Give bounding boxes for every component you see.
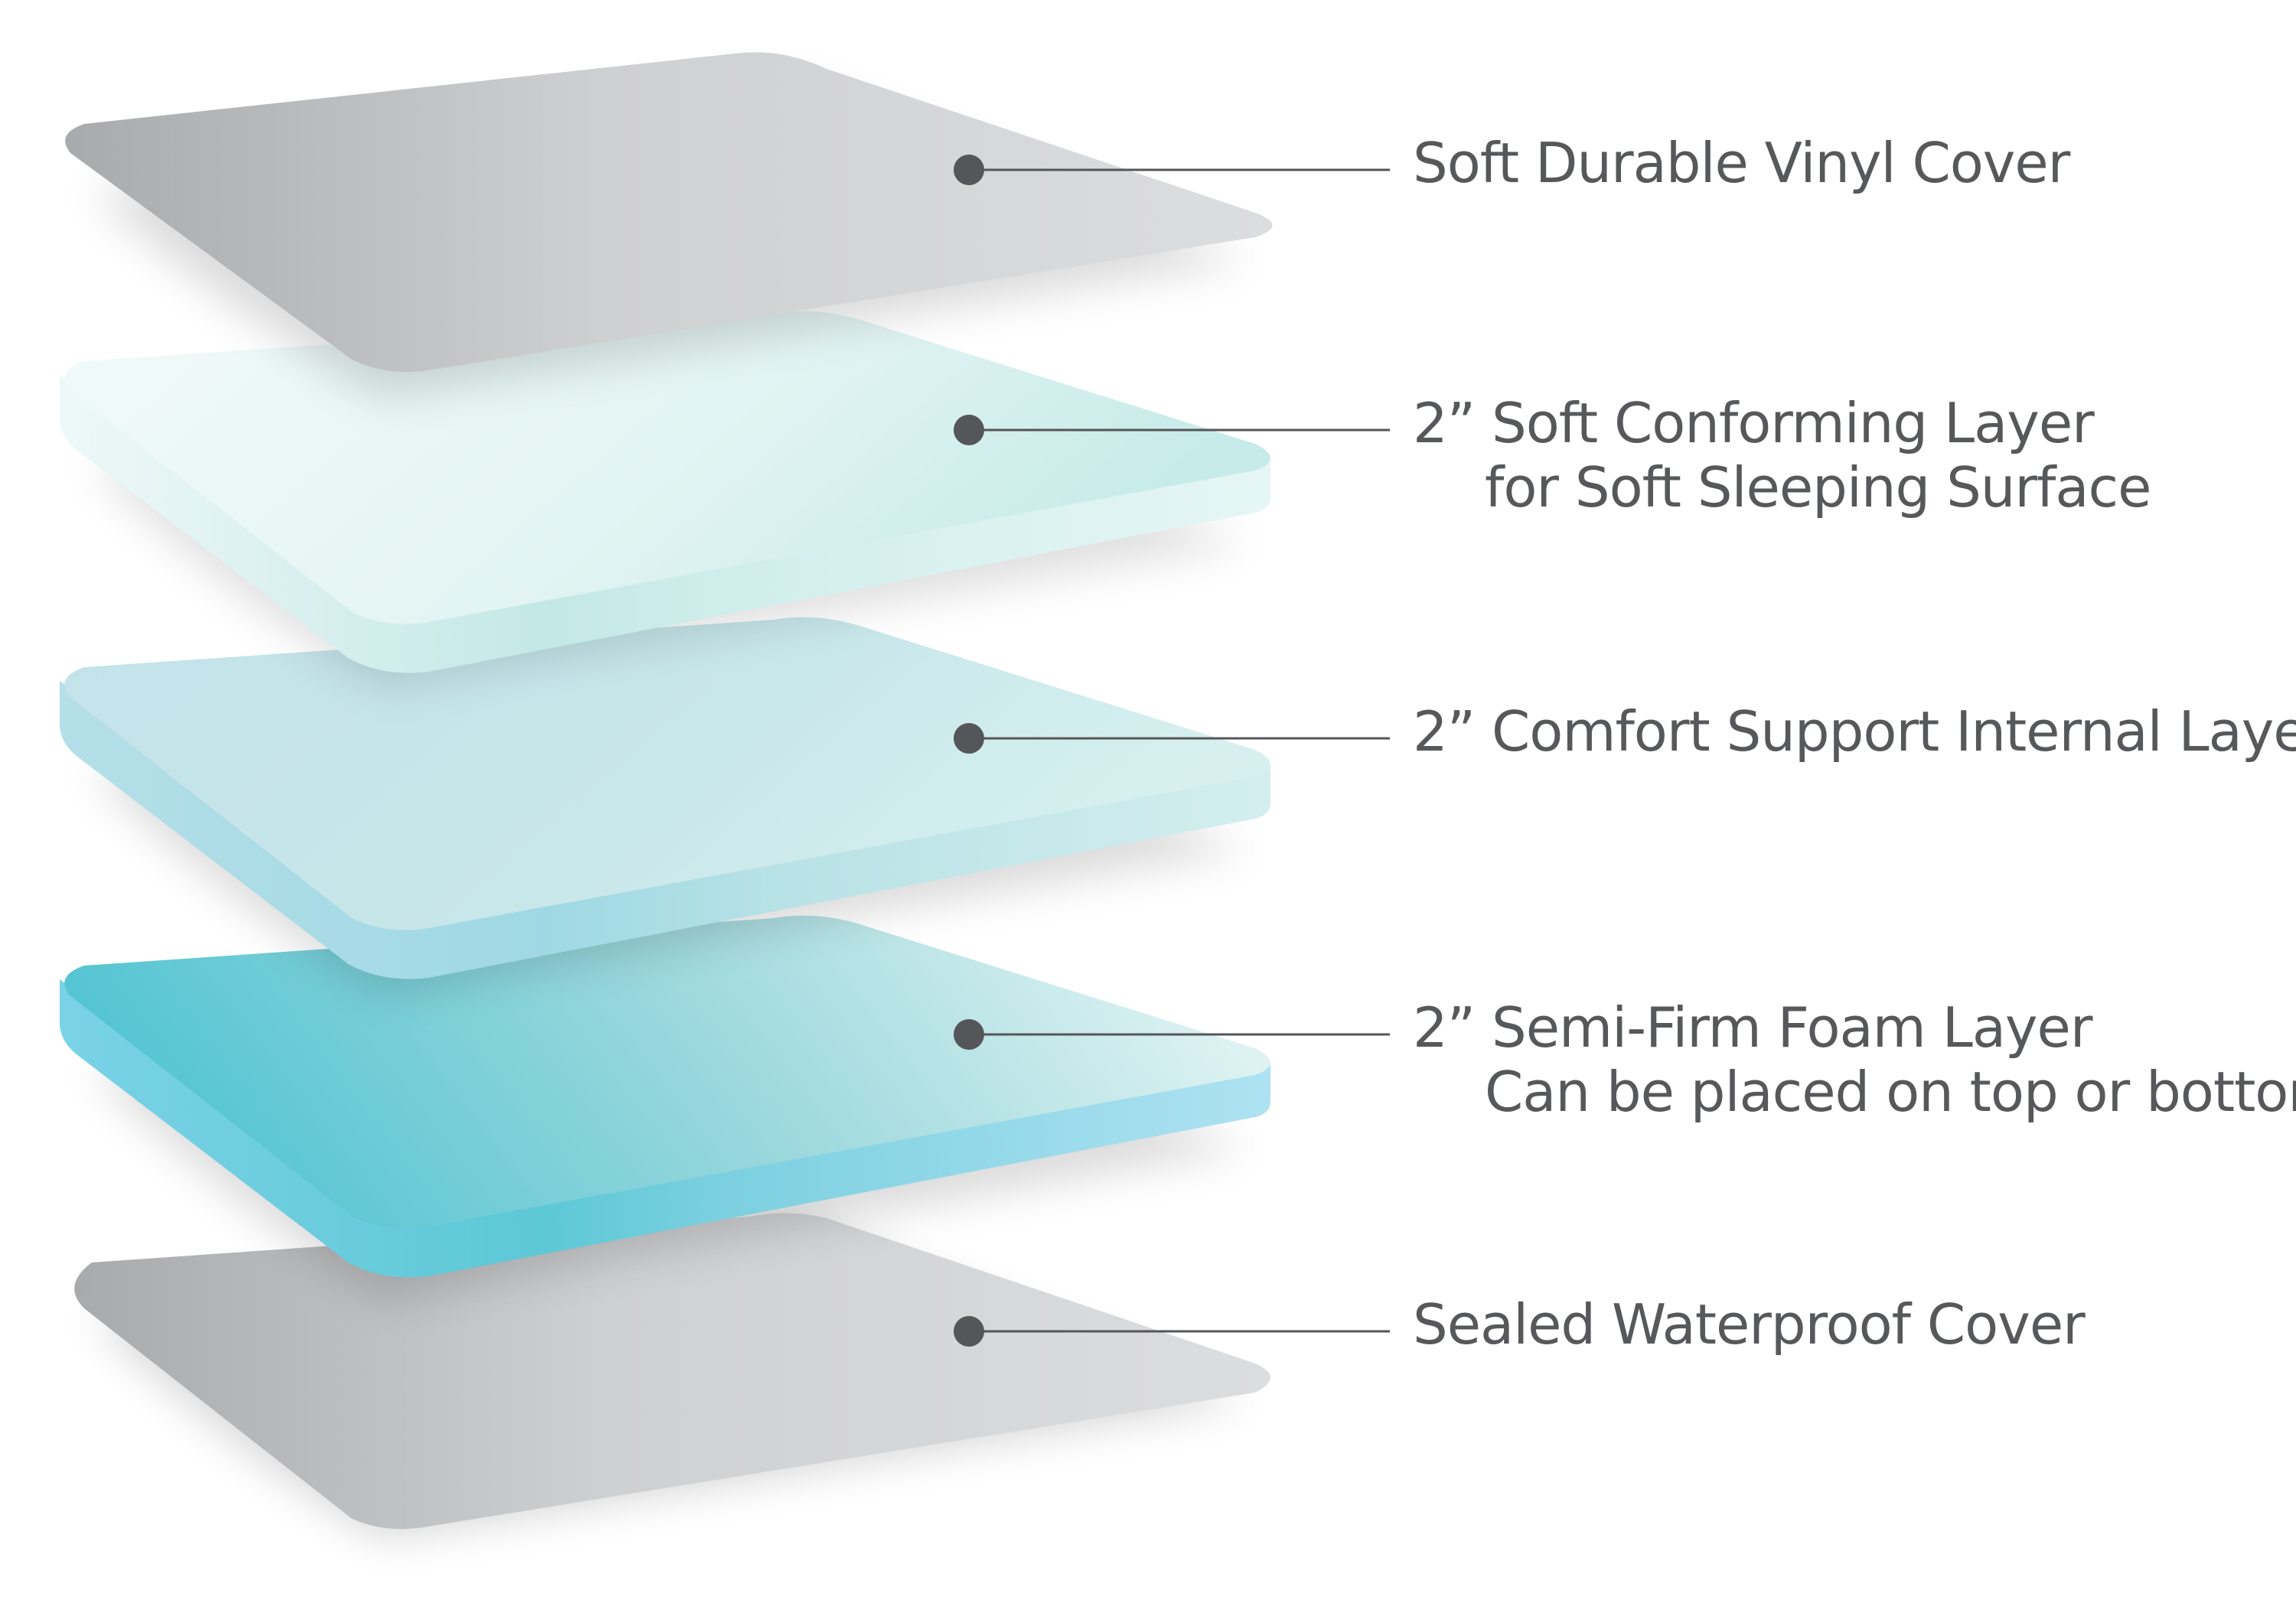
callout-dot bbox=[954, 155, 984, 185]
label-vinyl-cover-line-1: Soft Durable Vinyl Cover bbox=[1413, 131, 2071, 195]
callout-dot bbox=[954, 415, 984, 445]
label-comfort-support-line-1: 2” Comfort Support Internal Layer bbox=[1413, 699, 2296, 764]
label-soft-conforming-line-1: 2” Soft Conforming Layer bbox=[1413, 391, 2095, 455]
callout-soft-conforming: 2” Soft Conforming Layer for Soft Sleepi… bbox=[954, 391, 2151, 520]
callout-semi-firm: 2” Semi-Firm Foam Layer Can be placed on… bbox=[954, 995, 2296, 1124]
comfort-support-slab bbox=[60, 617, 1271, 995]
soft-conforming-slab bbox=[60, 311, 1271, 689]
label-semi-firm-line-2: Can be placed on top or bottom bbox=[1485, 1060, 2296, 1124]
callout-dot bbox=[954, 1019, 984, 1050]
callout-vinyl-cover: Soft Durable Vinyl Cover bbox=[954, 131, 2072, 195]
vinyl-cover-sheet bbox=[65, 52, 1273, 398]
label-waterproof-cover-line-1: Sealed Waterproof Cover bbox=[1413, 1292, 2086, 1357]
callout-comfort-support: 2” Comfort Support Internal Layer bbox=[954, 699, 2296, 764]
callout-dot bbox=[954, 723, 984, 754]
label-semi-firm-line-1: 2” Semi-Firm Foam Layer bbox=[1413, 995, 2093, 1060]
semi-firm-foam-slab bbox=[60, 915, 1271, 1301]
waterproof-cover-sheet bbox=[74, 1213, 1271, 1538]
label-soft-conforming-line-2: for Soft Sleeping Surface bbox=[1485, 455, 2151, 520]
callout-dot bbox=[954, 1316, 984, 1347]
callout-waterproof-cover: Sealed Waterproof Cover bbox=[954, 1292, 2086, 1357]
